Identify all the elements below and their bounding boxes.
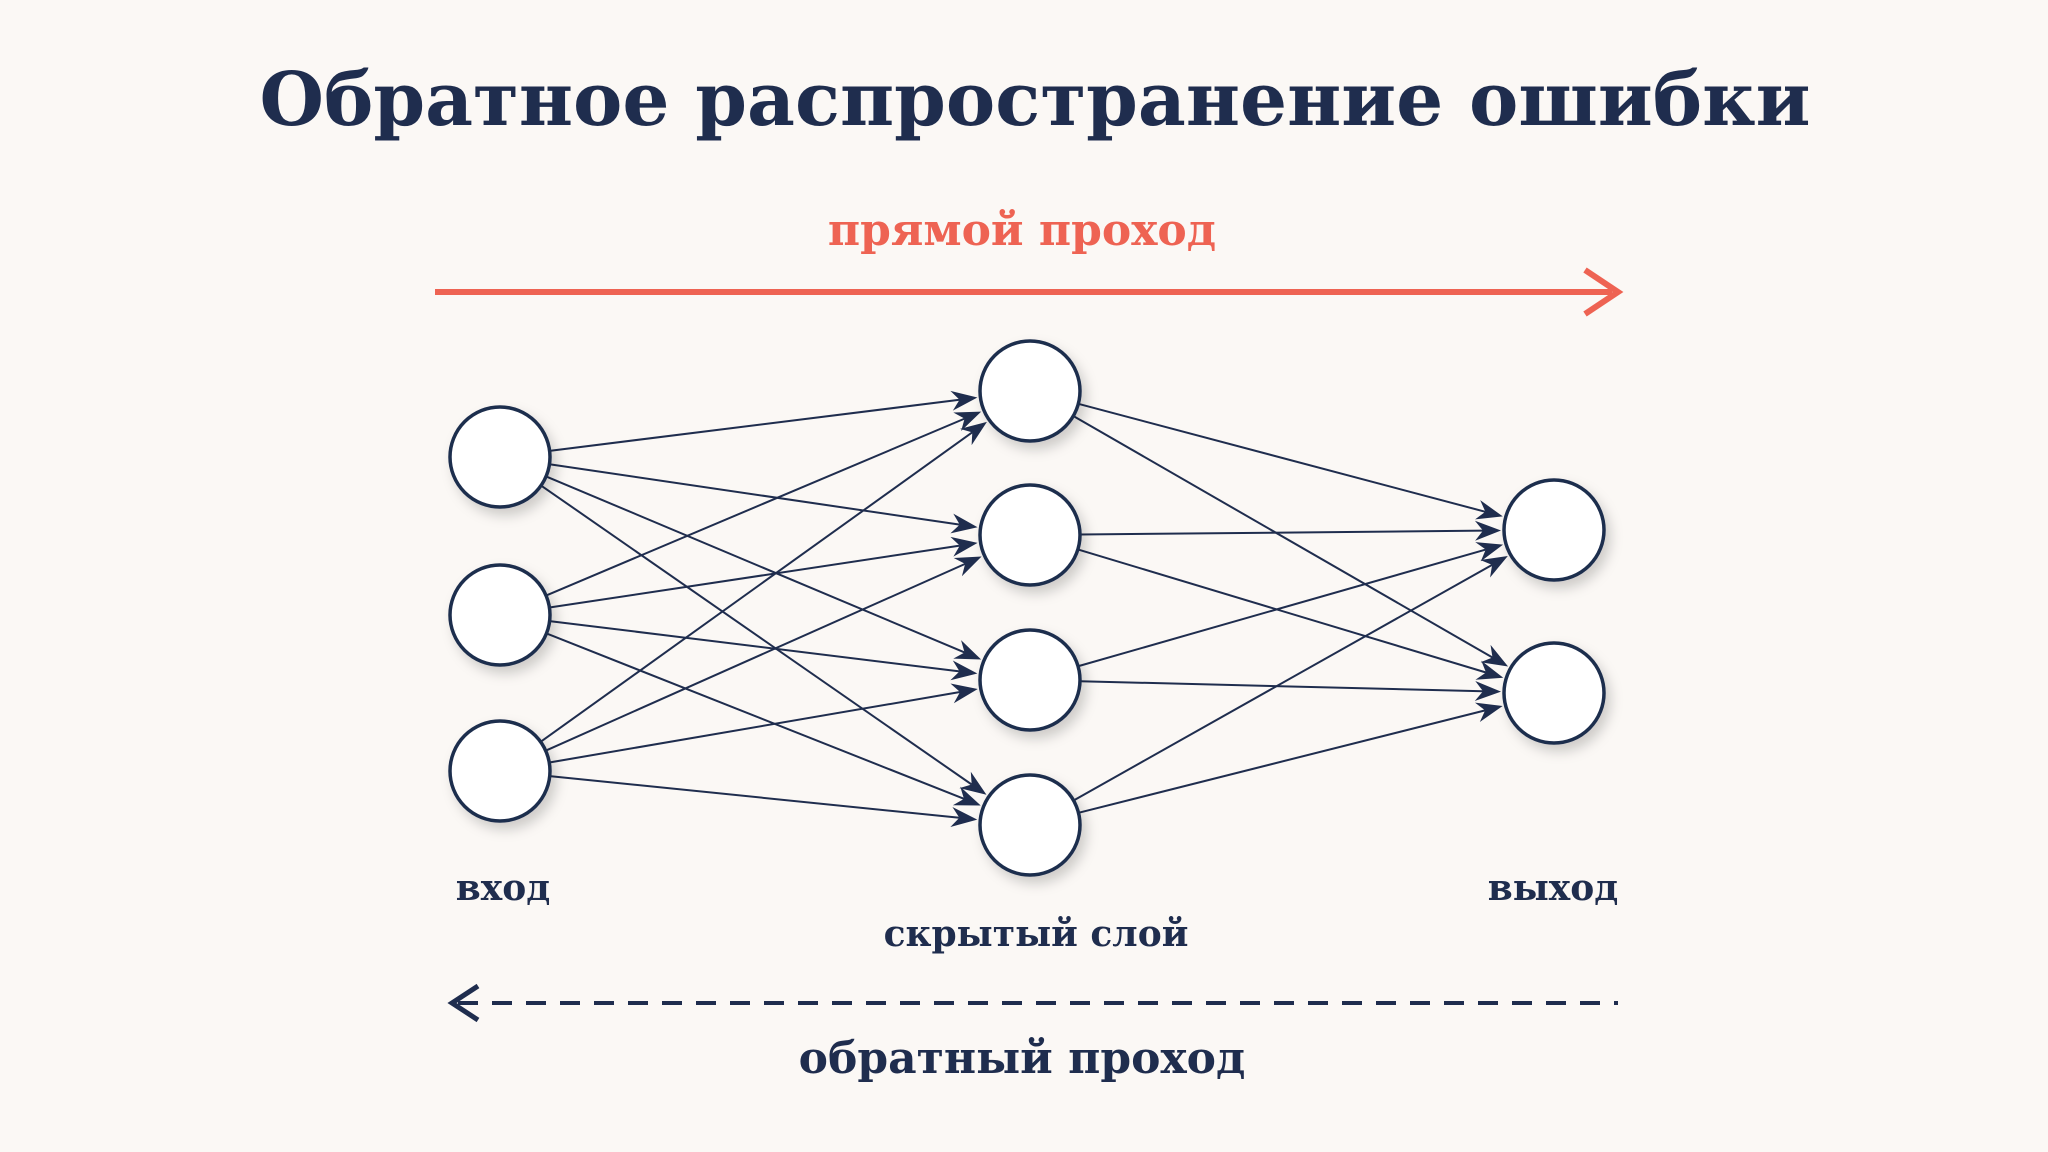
connections <box>540 390 1509 827</box>
connection-arrowhead-18 <box>1474 681 1502 702</box>
connection-input-1-to-hidden-4 <box>540 484 973 786</box>
connection-arrowhead-9 <box>959 421 987 446</box>
hidden-neuron-1 <box>978 339 1082 443</box>
connection-hidden-2-to-output-1 <box>1079 529 1484 536</box>
connection-arrowhead-7 <box>950 660 978 681</box>
input-neuron-2 <box>448 563 552 667</box>
connection-input-3-to-hidden-4 <box>549 775 960 819</box>
connection-input-3-to-hidden-3 <box>549 691 961 764</box>
connection-arrowhead-3 <box>953 640 982 660</box>
connection-hidden-3-to-output-1 <box>1077 548 1487 668</box>
connection-input-2-to-hidden-2 <box>549 544 960 609</box>
connection-input-2-to-hidden-4 <box>546 632 965 800</box>
connection-arrowhead-17 <box>1475 542 1504 562</box>
input-neuron-1 <box>448 405 552 509</box>
connection-arrowhead-5 <box>953 411 982 431</box>
backward-pass-arrow <box>447 983 1618 1023</box>
neurons <box>448 339 1606 877</box>
connection-hidden-4-to-output-2 <box>1078 709 1486 814</box>
forward-pass-arrow <box>435 267 1624 317</box>
connection-input-1-to-hidden-3 <box>545 475 965 654</box>
connection-arrowhead-4 <box>959 771 987 795</box>
output-layer-label: выход <box>1488 867 1619 909</box>
connection-arrowhead-2 <box>950 513 978 534</box>
input-layer-label: вход <box>456 867 550 909</box>
connection-arrowhead-14 <box>1480 644 1509 667</box>
connection-hidden-1-to-output-1 <box>1078 402 1486 513</box>
forward-pass-label: прямой проход <box>828 205 1216 256</box>
connection-arrowhead-6 <box>950 536 978 557</box>
connection-arrowhead-12 <box>950 807 978 827</box>
connection-hidden-2-to-output-2 <box>1077 548 1487 674</box>
connection-input-2-to-hidden-1 <box>545 417 965 597</box>
hidden-neuron-4 <box>978 773 1082 877</box>
connection-hidden-3-to-output-2 <box>1079 680 1484 693</box>
connection-arrowhead-11 <box>950 683 978 704</box>
input-neuron-3 <box>448 719 552 823</box>
connection-arrowhead-16 <box>1475 660 1504 680</box>
hidden-neuron-2 <box>978 483 1082 587</box>
page-title: Обратное распространение ошибки <box>260 57 1811 143</box>
connection-input-3-to-hidden-1 <box>540 431 973 743</box>
connection-input-2-to-hidden-3 <box>549 620 960 673</box>
backward-pass-label: обратный проход <box>799 1033 1246 1084</box>
connection-input-1-to-hidden-2 <box>549 463 960 526</box>
connection-input-1-to-hidden-1 <box>549 398 960 452</box>
output-neuron-1 <box>1502 478 1606 582</box>
output-neuron-2 <box>1502 641 1606 745</box>
connection-arrowhead-1 <box>950 390 978 411</box>
connection-input-3-to-hidden-2 <box>545 562 966 752</box>
connection-arrowhead-10 <box>953 556 982 577</box>
connection-hidden-4-to-output-1 <box>1073 563 1493 802</box>
hidden-layer-label: скрытый слой <box>884 913 1189 955</box>
connection-arrowhead-13 <box>1475 500 1503 520</box>
connection-arrowhead-15 <box>1474 520 1502 541</box>
connection-hidden-1-to-output-2 <box>1072 415 1493 659</box>
connection-arrowhead-8 <box>952 786 981 806</box>
connection-arrowhead-19 <box>1480 556 1508 578</box>
connection-arrowhead-20 <box>1474 702 1503 722</box>
hidden-neuron-3 <box>978 628 1082 732</box>
